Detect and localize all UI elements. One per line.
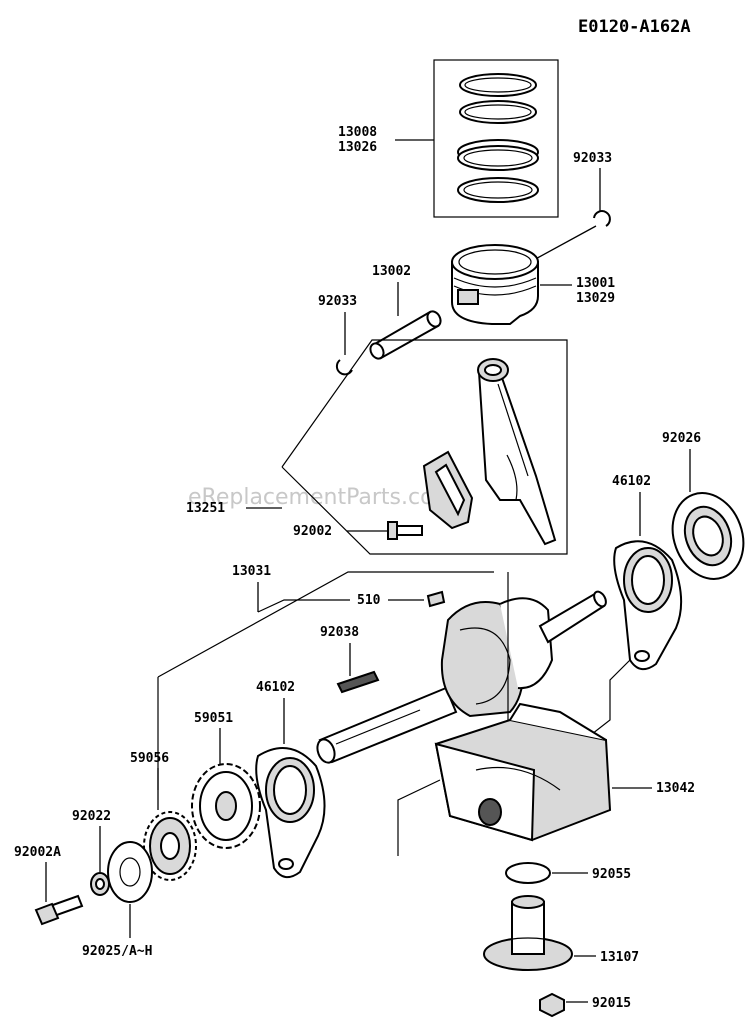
piston-pin (369, 310, 442, 360)
label-92038: 92038 (320, 625, 359, 640)
label-13026: 13026 (338, 140, 377, 155)
label-13029: 13029 (576, 291, 615, 306)
balancer-weight-left (255, 747, 326, 879)
balancer-weight-right (613, 540, 683, 671)
label-92022: 92022 (72, 809, 111, 824)
label-92025: 92025/A~H (82, 944, 152, 959)
label-92033-left: 92033 (318, 294, 357, 309)
crankcase-block (434, 702, 612, 842)
connecting-rod-frame (281, 339, 568, 555)
label-92015: 92015 (592, 996, 631, 1011)
piston-rings-frame (433, 59, 559, 218)
label-92026: 92026 (662, 431, 701, 446)
connecting-rod-cap (422, 450, 474, 530)
hex-bolt (34, 894, 84, 926)
o-ring (505, 862, 551, 884)
label-59056: 59056 (130, 751, 169, 766)
label-13042: 13042 (656, 781, 695, 796)
piston-pin-clip-top (593, 210, 611, 227)
connecting-rod (477, 358, 557, 546)
helical-gear (143, 811, 197, 881)
thrust-washer (107, 841, 153, 903)
label-13008: 13008 (338, 125, 377, 140)
crankshaft (316, 590, 607, 764)
label-13107: 13107 (600, 950, 639, 965)
piston-ring-set (457, 73, 539, 203)
crankshaft-gear (191, 763, 261, 849)
ball-bearing (671, 492, 745, 580)
collar (90, 872, 110, 896)
label-92002: 92002 (293, 524, 332, 539)
label-510: 510 (357, 593, 381, 608)
piston-rings-group (433, 59, 559, 218)
label-92033-top: 92033 (573, 151, 612, 166)
label-13251: 13251 (186, 501, 225, 516)
balancer-key (336, 670, 380, 694)
label-59051: 59051 (194, 711, 233, 726)
label-46102-left: 46102 (256, 680, 295, 695)
label-46102-right: 46102 (612, 474, 651, 489)
label-13002: 13002 (372, 264, 411, 279)
connecting-rod-bolt (387, 521, 423, 540)
flanged-shaft (483, 895, 573, 971)
label-13001: 13001 (576, 276, 615, 291)
diagram-code: E0120-A162A (578, 17, 691, 37)
piston (451, 244, 539, 325)
label-92055: 92055 (592, 867, 631, 882)
label-92002A: 92002A (14, 845, 61, 860)
piston-pin-clip-left (335, 359, 353, 376)
label-13031: 13031 (232, 564, 271, 579)
hex-nut (539, 992, 565, 1018)
woodruff-key (426, 590, 446, 608)
